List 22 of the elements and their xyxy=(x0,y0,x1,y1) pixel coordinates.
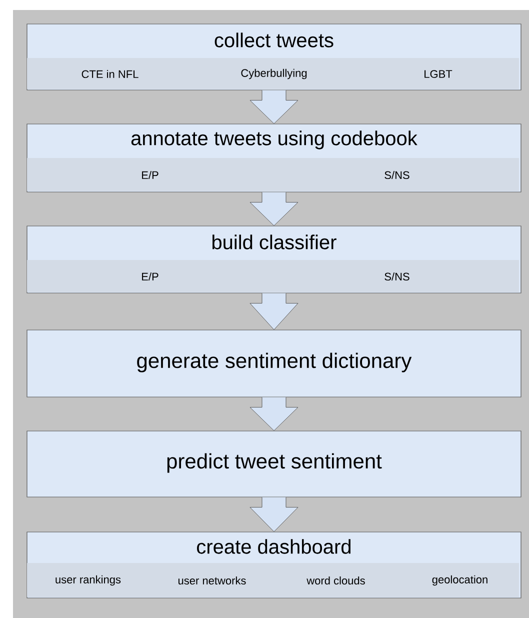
step-title: create dashboard xyxy=(197,539,350,554)
sub-item: CTE in NFL xyxy=(82,70,138,78)
step-title: predict tweet sentiment xyxy=(167,453,382,473)
step-title: annotate tweets using codebook xyxy=(131,130,418,150)
block-arrow xyxy=(250,293,298,330)
step-title: build classifier xyxy=(212,234,336,250)
block-arrow xyxy=(250,90,298,124)
sub-item: user networks xyxy=(178,576,246,585)
sub-item: LGBT xyxy=(424,70,452,78)
block-arrow xyxy=(250,192,298,226)
sub-item: Cyberbullying xyxy=(241,68,307,80)
sub-item: E/P xyxy=(142,272,158,281)
sub-item: geolocation xyxy=(432,575,488,586)
sub-item: word clouds xyxy=(306,576,365,585)
sub-item: E/P xyxy=(142,170,158,180)
sub-item: S/NS xyxy=(384,170,410,180)
step-title: generate sentiment dictionary xyxy=(137,352,412,372)
block-arrow xyxy=(250,397,298,431)
sub-item: user rankings xyxy=(56,575,121,586)
sub-item: S/NS xyxy=(384,272,410,281)
block-arrow xyxy=(250,497,298,532)
step-title: collect tweets xyxy=(214,32,334,48)
